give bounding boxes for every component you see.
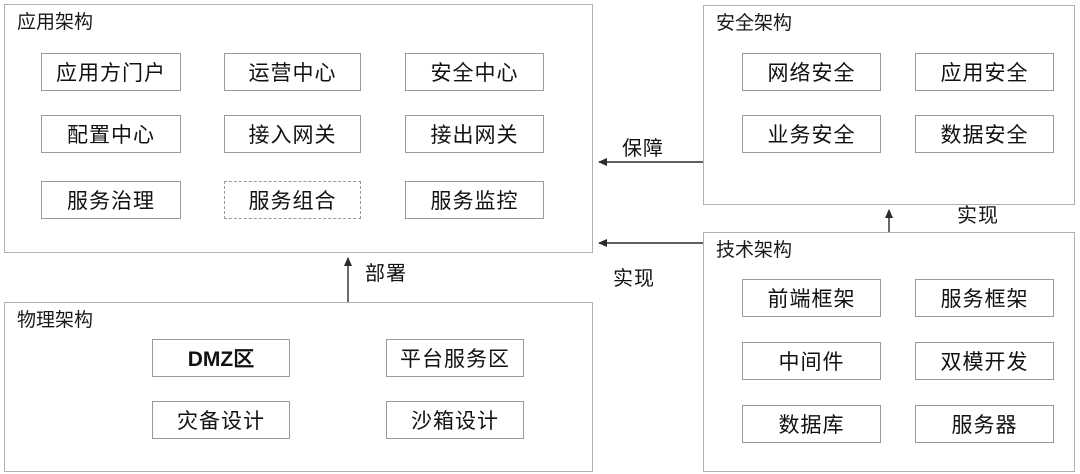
item-application-security[interactable]: 应用安全 bbox=[915, 53, 1054, 91]
item-server[interactable]: 服务器 bbox=[915, 405, 1054, 443]
item-operations-center[interactable]: 运营中心 bbox=[224, 53, 361, 91]
item-network-security[interactable]: 网络安全 bbox=[742, 53, 881, 91]
item-sandbox-design[interactable]: 沙箱设计 bbox=[386, 401, 524, 439]
item-data-security[interactable]: 数据安全 bbox=[915, 115, 1054, 153]
panel-title-technical: 技术架构 bbox=[716, 240, 793, 261]
connector-label-physical-to-app: 部署 bbox=[365, 263, 407, 285]
item-service-governance[interactable]: 服务治理 bbox=[41, 181, 181, 219]
panel-security-architecture: 安全架构 网络安全 应用安全 业务安全 数据安全 bbox=[703, 5, 1075, 205]
connector-label-technical-to-security: 实现 bbox=[957, 205, 999, 227]
panel-technical-architecture: 技术架构 前端框架 服务框架 中间件 双模开发 数据库 服务器 bbox=[703, 232, 1075, 472]
item-egress-gateway[interactable]: 接出网关 bbox=[405, 115, 544, 153]
item-disaster-recovery-design[interactable]: 灾备设计 bbox=[152, 401, 290, 439]
item-security-center[interactable]: 安全中心 bbox=[405, 53, 544, 91]
connector-label-technical-to-app: 实现 bbox=[613, 268, 655, 290]
item-service-composition[interactable]: 服务组合 bbox=[224, 181, 361, 219]
item-service-framework[interactable]: 服务框架 bbox=[915, 279, 1054, 317]
item-business-security[interactable]: 业务安全 bbox=[742, 115, 881, 153]
item-dmz-zone[interactable]: DMZ区 bbox=[152, 339, 290, 377]
item-database[interactable]: 数据库 bbox=[742, 405, 881, 443]
panel-title-application: 应用架构 bbox=[17, 12, 94, 33]
item-app-portal[interactable]: 应用方门户 bbox=[41, 53, 181, 91]
panel-physical-architecture: 物理架构 DMZ区 平台服务区 灾备设计 沙箱设计 bbox=[4, 302, 593, 472]
item-config-center[interactable]: 配置中心 bbox=[41, 115, 181, 153]
connector-label-security-to-app: 保障 bbox=[622, 138, 664, 160]
item-middleware[interactable]: 中间件 bbox=[742, 342, 881, 380]
item-service-monitoring[interactable]: 服务监控 bbox=[405, 181, 544, 219]
panel-application-architecture: 应用架构 应用方门户 运营中心 安全中心 配置中心 接入网关 接出网关 服务治理… bbox=[4, 4, 593, 253]
panel-title-security: 安全架构 bbox=[716, 13, 793, 34]
item-frontend-framework[interactable]: 前端框架 bbox=[742, 279, 881, 317]
item-ingress-gateway[interactable]: 接入网关 bbox=[224, 115, 361, 153]
item-dual-mode-development[interactable]: 双模开发 bbox=[915, 342, 1054, 380]
panel-title-physical: 物理架构 bbox=[17, 310, 94, 331]
item-platform-service-zone[interactable]: 平台服务区 bbox=[386, 339, 524, 377]
